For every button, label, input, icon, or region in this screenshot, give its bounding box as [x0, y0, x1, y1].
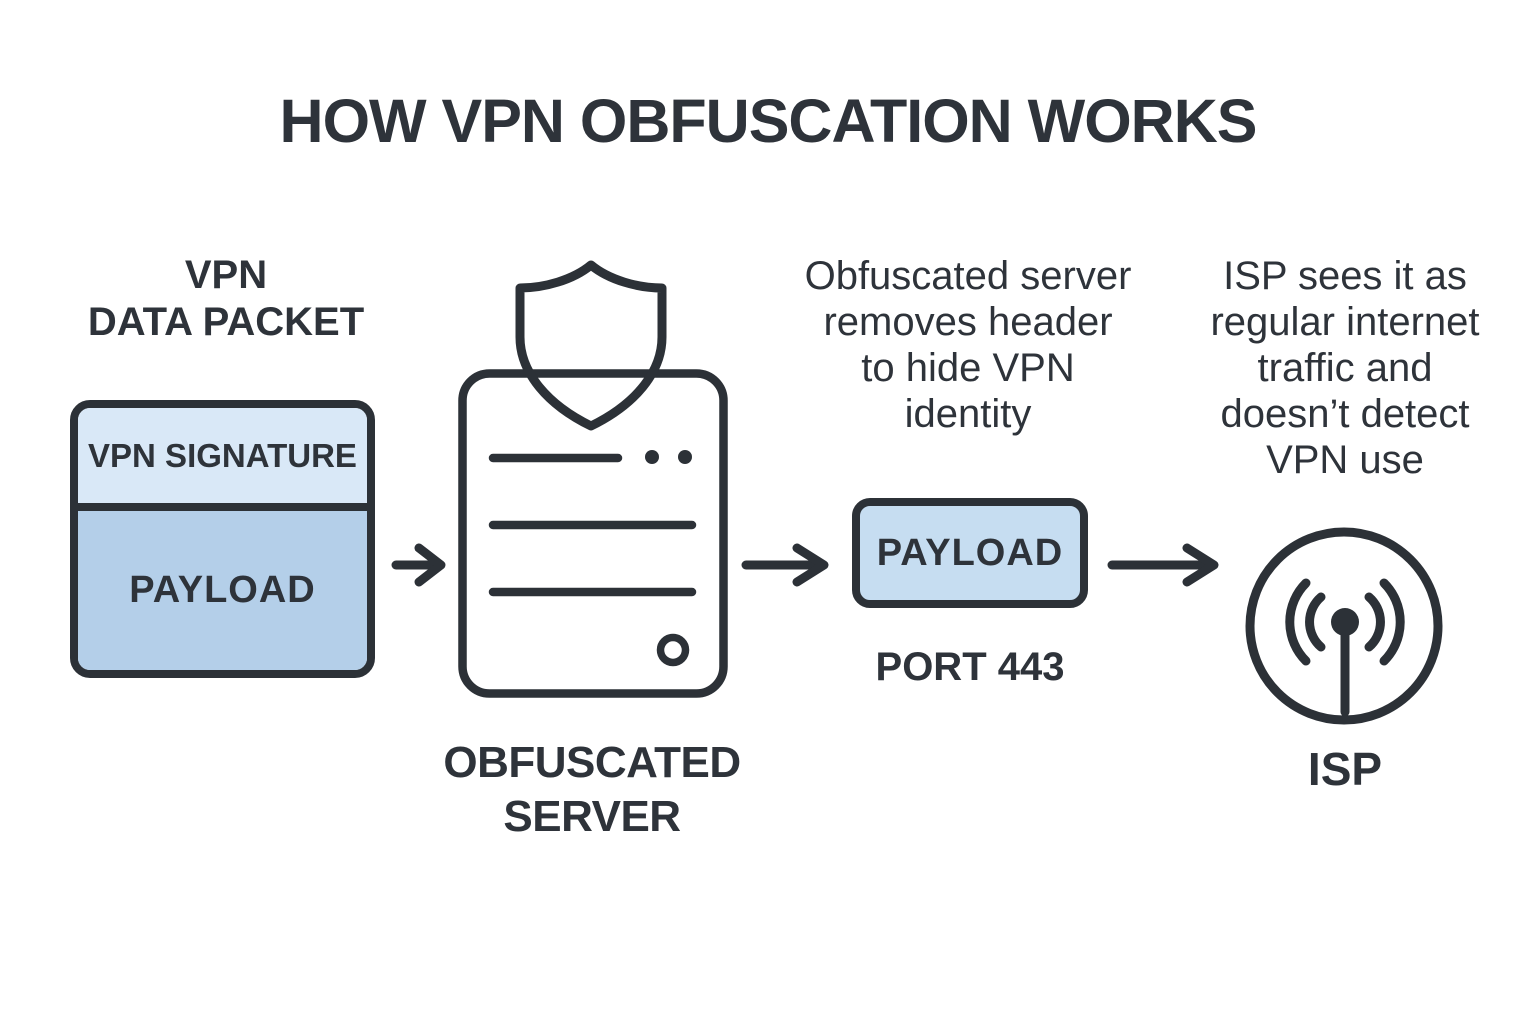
wifi-antenna-icon — [1245, 527, 1443, 725]
vpn-data-packet-box: VPN SIGNATURE PAYLOAD — [70, 400, 375, 678]
server-port-circle — [656, 633, 690, 667]
signal-arc — [1285, 578, 1311, 666]
shield-icon — [515, 260, 667, 431]
server-body — [458, 369, 728, 698]
vpn-data-packet-heading: VPN DATA PACKET — [87, 253, 365, 344]
page-title: HOW VPN OBFUSCATION WORKS — [279, 87, 1258, 155]
signal-arc — [1364, 592, 1385, 652]
antenna-dot — [1331, 608, 1359, 636]
server-icon — [458, 260, 728, 698]
signal-arc — [1305, 592, 1326, 652]
server-led — [645, 450, 659, 464]
arrow-right-icon — [741, 543, 829, 587]
isp-note: ISP sees it as regular internet traffic … — [1210, 254, 1480, 482]
vpn-signature-section: VPN SIGNATURE — [78, 408, 367, 511]
obfuscated-server-label: OBFUSCATED SERVER — [443, 738, 741, 841]
port-caption: PORT 443 — [875, 645, 1065, 689]
isp-label: ISP — [1307, 743, 1383, 795]
arrow-right-icon — [1107, 543, 1219, 587]
obfuscated-server-note: Obfuscated server removes header to hide… — [804, 254, 1132, 436]
arrow-right-icon — [391, 543, 446, 587]
payload-packet-box: PAYLOAD — [852, 498, 1088, 608]
payload-section: PAYLOAD — [78, 511, 367, 670]
server-led — [678, 450, 692, 464]
isp-circle — [1245, 527, 1443, 725]
signal-arc — [1379, 578, 1405, 666]
